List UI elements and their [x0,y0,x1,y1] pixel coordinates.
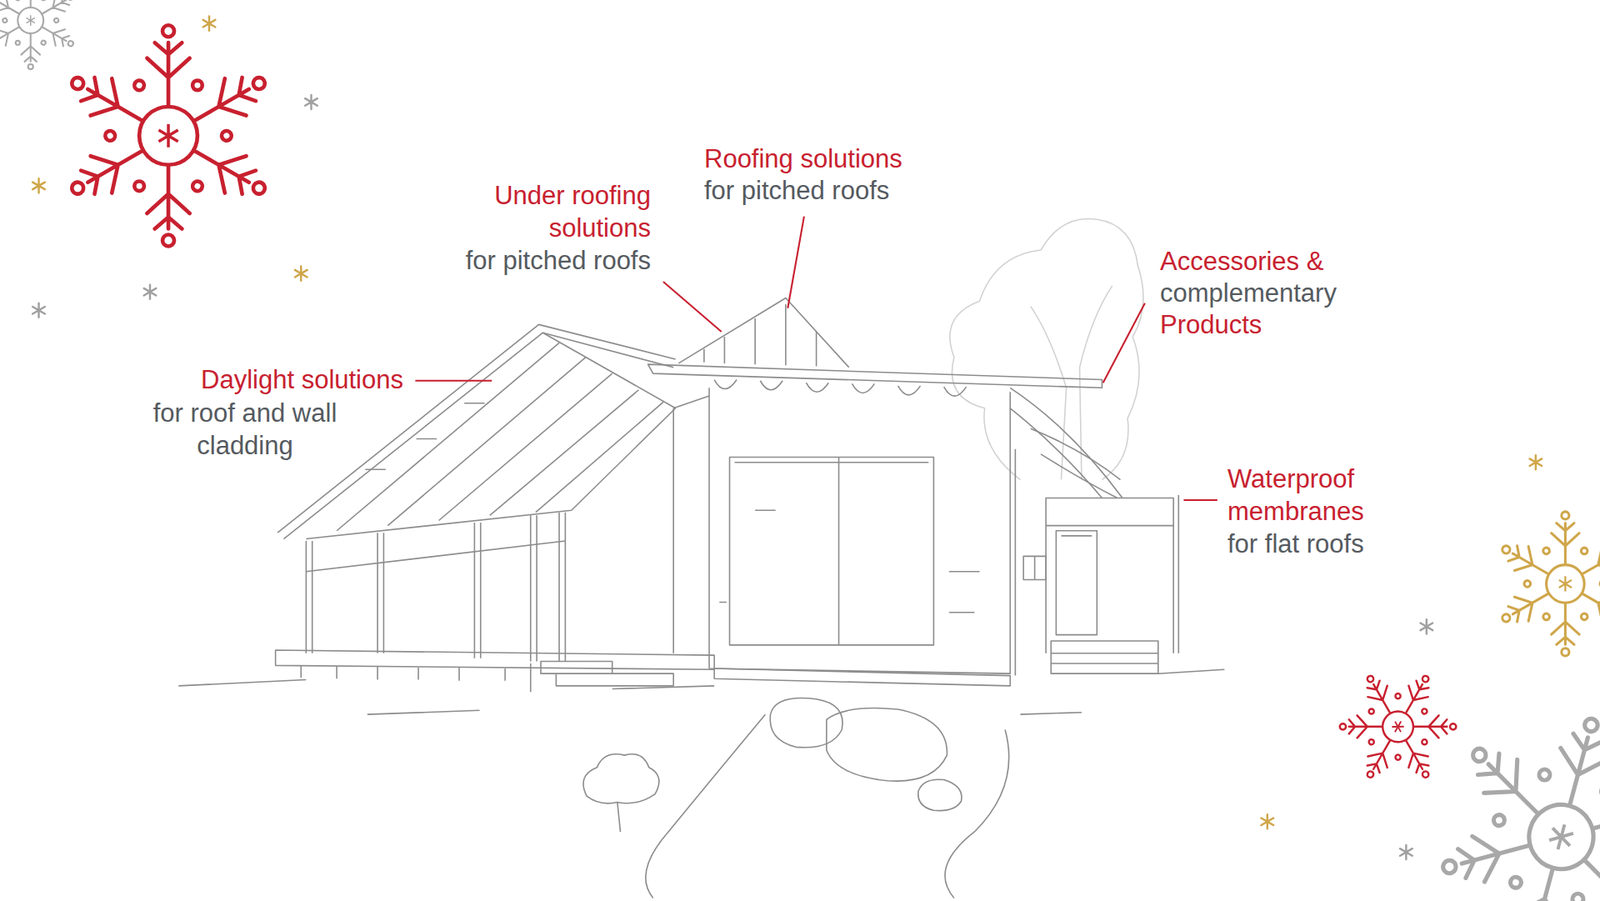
snowflake [55,25,281,246]
leader-line [415,380,492,382]
house-sketch [178,298,1225,899]
leader-line [663,281,722,332]
callout-heading: Roofing solutions [704,142,903,175]
callout-text: for pitched roofs [465,244,651,277]
callout-heading: Accessories & [1160,245,1324,278]
callout-heading: Products [1160,308,1262,341]
leader-lines [415,216,1217,500]
snowflake [1491,511,1600,656]
callout-text: for pitched roofs [704,174,890,207]
snowflake [1317,646,1479,807]
leader-line [1103,303,1145,384]
callout-text: for roof and wall cladding [120,396,370,462]
snowflake [0,0,81,70]
snowflake [1409,686,1600,901]
callout-text: complementary [1160,276,1337,310]
star [32,95,1433,860]
leader-line [1183,499,1217,501]
leader-line [787,216,805,309]
callout-heading: Daylight solutions [200,363,404,396]
callout-heading: Under roofing solutions [400,179,651,245]
callout-heading: Waterproof membranes [1227,462,1436,528]
callout-text: for flat roofs [1227,527,1365,560]
star [32,16,1542,830]
tree [950,219,1144,480]
